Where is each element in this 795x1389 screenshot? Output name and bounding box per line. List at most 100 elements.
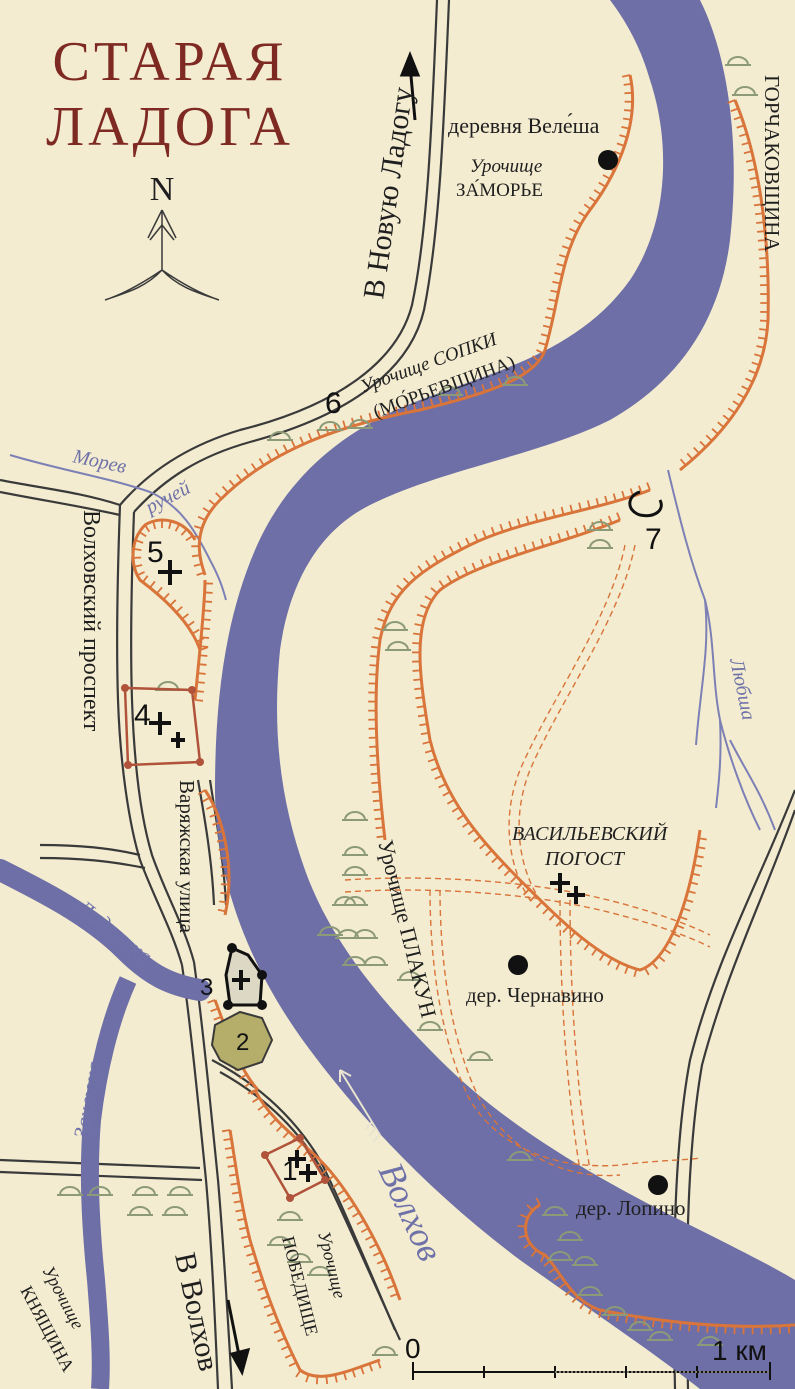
hachure-tick: [727, 99, 736, 104]
hachure-tick: [374, 817, 383, 821]
hachure-tick: [540, 1254, 545, 1263]
hachure-tick: [351, 1369, 356, 1378]
hachure-tick: [542, 324, 552, 329]
hachure-tick: [717, 421, 725, 428]
hachure-tick: [231, 1191, 241, 1195]
hachure-tick: [514, 546, 519, 555]
hachure-tick: [745, 159, 755, 163]
hachure-tick: [412, 669, 421, 672]
street-label-volkhovsky: Волховский проспект: [78, 510, 104, 732]
hachure-tick: [337, 1189, 346, 1196]
mound-icon: [602, 1306, 628, 1316]
south-arrow-icon: [226, 1299, 242, 1361]
hachure-tick: [615, 962, 621, 971]
hachure-tick: [221, 485, 229, 494]
hachure-tick: [661, 1320, 664, 1329]
hachure-tick: [325, 1375, 329, 1385]
mound-icon: [732, 86, 758, 96]
hachure-tick: [679, 458, 687, 466]
hachure-tick: [736, 124, 745, 129]
place-velesha: деревня Веле́ша: [448, 113, 600, 138]
hachure-tick: [749, 176, 758, 181]
hachure-tick: [196, 571, 205, 576]
hachure-tick: [200, 645, 209, 648]
title-line-1: СТАРАЯ: [53, 31, 288, 93]
hachure-tick: [377, 617, 386, 623]
hachure-tick: [595, 498, 600, 507]
hachure-tick: [525, 515, 530, 525]
hachure-tick: [196, 637, 205, 643]
hachure-tick: [212, 821, 221, 826]
hachure-tick: [616, 142, 625, 147]
mound-icon: [57, 1186, 83, 1196]
mound-icon: [725, 56, 751, 66]
hachure-tick: [526, 1204, 534, 1211]
ladozhka-river: [0, 859, 211, 1001]
hachure-tick: [562, 925, 570, 933]
hachure-tick: [425, 560, 432, 568]
hachure-tick: [417, 565, 424, 573]
compass-rose: [104, 209, 220, 301]
hachure-tick: [574, 527, 579, 536]
hachure-tick: [201, 627, 210, 630]
hachure-tick: [624, 965, 629, 974]
hachure-tick: [586, 500, 591, 509]
hachure-tick: [370, 772, 379, 775]
hachure-tick: [520, 365, 527, 374]
hachure-tick: [759, 328, 768, 331]
hachure-tick: [757, 239, 766, 242]
hachure-tick: [415, 696, 424, 700]
hachure-tick: [233, 1200, 242, 1204]
hachure-tick: [440, 550, 447, 559]
hachure-tick: [520, 1213, 529, 1219]
hachure-tick: [296, 1143, 303, 1151]
hachure-tick: [371, 645, 380, 649]
hachure-tick: [291, 440, 297, 449]
hachure-tick: [421, 400, 426, 410]
hachure-tick: [248, 1261, 258, 1266]
hachure-tick: [739, 133, 748, 138]
hachure-tick: [621, 74, 631, 78]
hachure-tick: [342, 1196, 351, 1203]
hachure-tick: [756, 221, 765, 224]
mound-icon: [507, 1151, 533, 1161]
hachure-tick: [510, 875, 518, 883]
hachure-tick: [676, 924, 685, 930]
hachure-tick: [579, 1301, 586, 1310]
hachure-tick: [578, 502, 582, 511]
hachure-tick: [598, 1309, 602, 1319]
hachure-tick: [305, 1374, 310, 1383]
burial-mounds: [57, 56, 758, 1356]
hachure-tick: [526, 360, 534, 369]
hachure-tick: [754, 353, 763, 358]
hachure-tick: [174, 523, 181, 532]
title-line-2: ЛАДОГА: [46, 96, 294, 158]
hachure-tick: [197, 515, 206, 521]
hachure-tick: [250, 463, 257, 471]
place-zamorye-2: ЗА́МОРЬЕ: [456, 179, 543, 201]
mound-icon: [362, 956, 388, 966]
hachure-tick: [409, 571, 417, 579]
site-number-5: 5: [147, 536, 164, 569]
hachure-tick: [207, 999, 216, 1004]
hachure-tick: [414, 623, 423, 627]
hachure-tick: [508, 521, 513, 530]
hachure-tick: [191, 535, 201, 539]
hachure-tick: [598, 181, 607, 188]
hachure-tick: [380, 609, 389, 614]
hachure-tick: [413, 678, 422, 682]
arrow-head-south-icon: [229, 1347, 251, 1376]
terrace-hachures: [133, 74, 790, 1385]
mound-icon: [132, 1186, 158, 1196]
hachure-tick: [332, 1182, 340, 1189]
hachure-tick: [343, 1372, 348, 1381]
hachure-tick: [396, 584, 404, 592]
hachure-tick: [258, 458, 265, 466]
hachure-tick: [315, 1376, 319, 1385]
hachure-tick: [534, 513, 539, 522]
hachure-tick: [473, 835, 481, 843]
hachure-tick: [427, 758, 436, 763]
hachure-tick: [552, 280, 561, 285]
street-label-varyazhskaya: Варяжская улица: [175, 780, 199, 934]
hachure-tick: [202, 507, 211, 514]
